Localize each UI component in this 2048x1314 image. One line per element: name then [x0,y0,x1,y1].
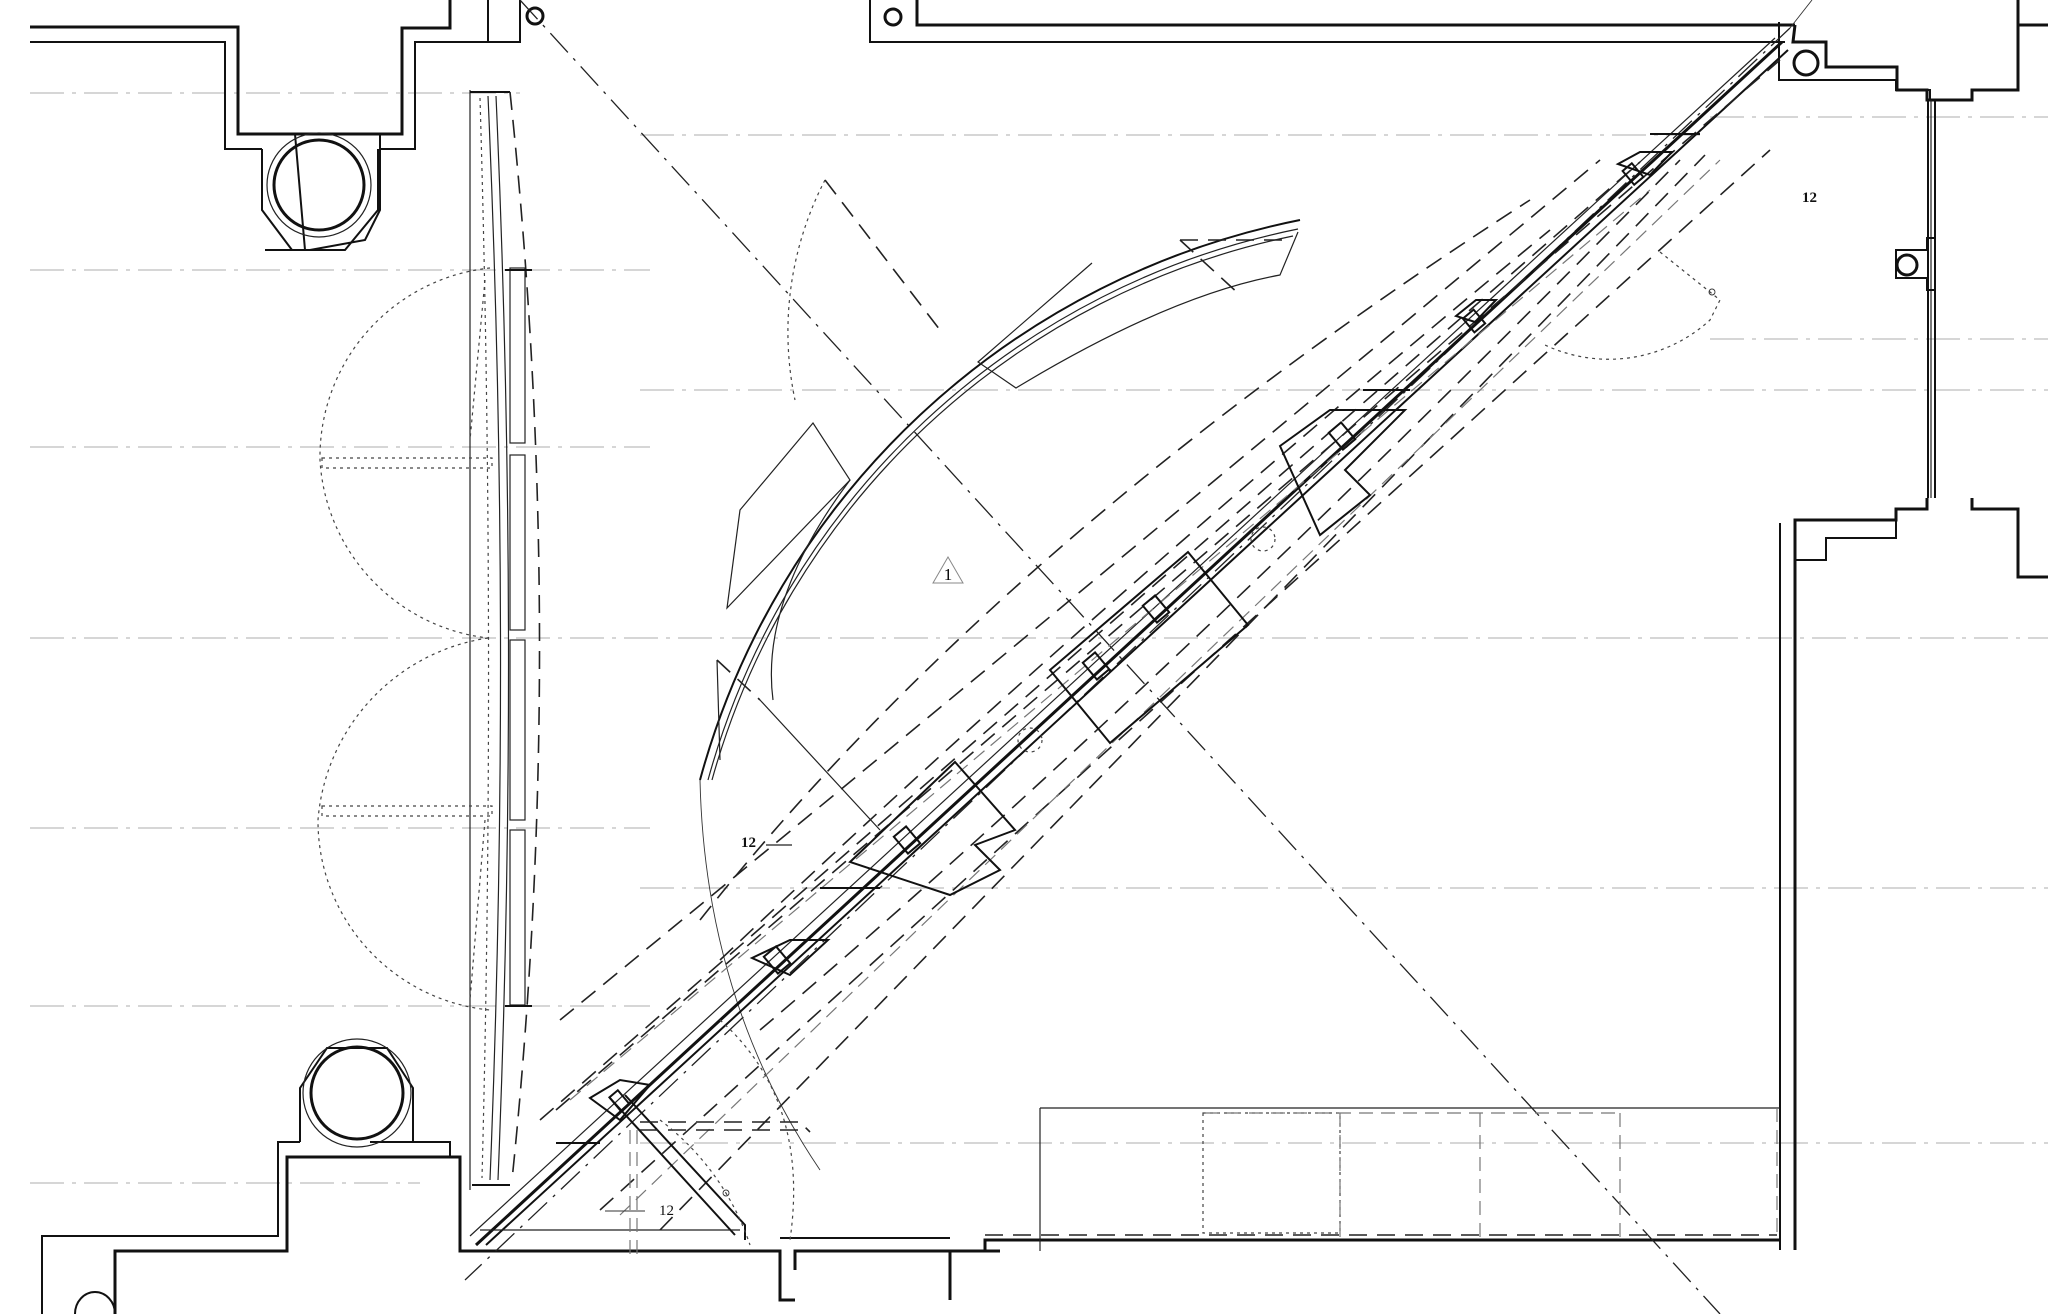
wall-top [869,0,1795,43]
axis-lines [464,0,1813,1314]
pivot-unit-2 [1453,299,1499,334]
wall-top-right [1778,0,2048,1250]
wall-bottom-left [41,1038,1780,1314]
leader-line [766,844,792,846]
diagonal-screen [469,37,1789,1247]
section-marker-number: 1 [943,565,953,584]
room-label-12-bottom: 12 [659,1203,674,1219]
pivot-unit-5 [848,760,1017,897]
cabinet [985,1107,1780,1251]
room-label-12-top-right: 12 [1802,190,1817,206]
central-arc [699,179,1301,1171]
pivot-unit-6 [749,939,831,977]
section-marker: 1 [932,555,964,584]
curved-glazing [317,90,541,1190]
triangle-bay [480,1019,811,1260]
pivot-unit-1 [1615,151,1675,187]
pivot-unit-4 [1048,550,1250,745]
grid-lines [30,92,2048,1184]
pivot-unit-3 [1278,409,1408,537]
room-label-12-left: 12 [741,835,756,851]
wall-top-left [30,0,545,251]
triangle-icon [932,555,964,584]
